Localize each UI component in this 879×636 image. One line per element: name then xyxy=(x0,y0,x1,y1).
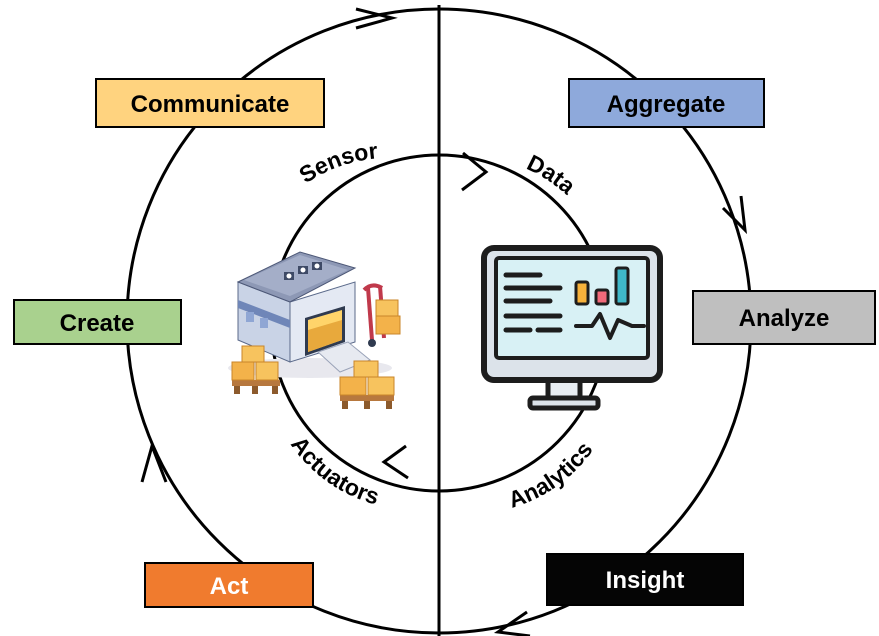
box-act-label: Act xyxy=(210,573,249,600)
arrow-bottom xyxy=(493,610,531,636)
arrow-right xyxy=(721,195,747,235)
inner-arrows xyxy=(381,151,489,480)
box-communicate-label: Communicate xyxy=(131,91,290,118)
box-analyze-bg xyxy=(692,290,876,345)
arrow-left xyxy=(140,441,168,483)
box-create-label: Create xyxy=(60,310,135,337)
analytics-monitor-icon xyxy=(481,245,663,411)
warehouse-icon xyxy=(228,251,401,409)
arrow-inner-bottom xyxy=(381,444,409,480)
box-create-bg xyxy=(13,299,182,345)
label-sensor: Sensor xyxy=(294,137,378,188)
box-act-bg xyxy=(144,562,314,608)
box-aggregate-bg xyxy=(568,78,765,128)
box-insight-bg xyxy=(546,553,744,606)
box-act: Act xyxy=(144,562,314,608)
box-create: Create xyxy=(13,299,182,345)
outer-arrows xyxy=(140,7,747,636)
box-analyze-label: Analyze xyxy=(739,305,830,332)
box-analyze: Analyze xyxy=(692,290,876,345)
box-insight-label: Insight xyxy=(606,567,685,594)
label-actuators: Actuators xyxy=(286,431,382,509)
box-aggregate: Aggregate xyxy=(568,78,765,128)
box-communicate-bg xyxy=(95,78,325,128)
box-insight: Insight xyxy=(546,553,744,606)
box-aggregate-label: Aggregate xyxy=(607,91,726,118)
arrow-top xyxy=(355,7,398,30)
label-data: Data xyxy=(523,149,581,199)
box-communicate: Communicate xyxy=(95,78,325,128)
arrow-inner-top xyxy=(461,151,489,192)
